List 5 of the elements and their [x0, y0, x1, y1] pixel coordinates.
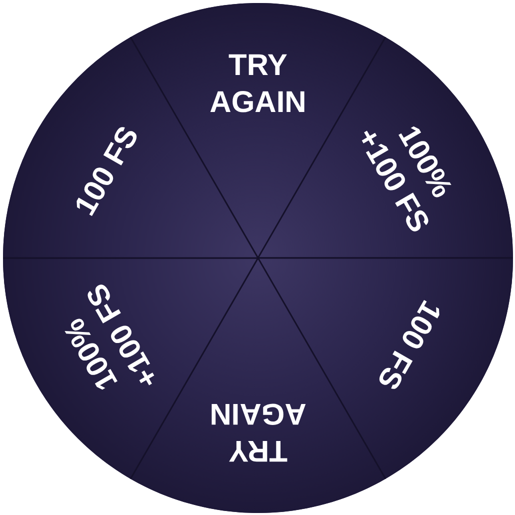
prize-label: 100 FS — [369, 294, 448, 396]
prize-label: TRY AGAIN — [208, 396, 308, 469]
prize-wheel — [3, 3, 513, 513]
prize-label: 100 FS — [68, 120, 147, 222]
prize-label: TRY AGAIN — [208, 48, 308, 121]
